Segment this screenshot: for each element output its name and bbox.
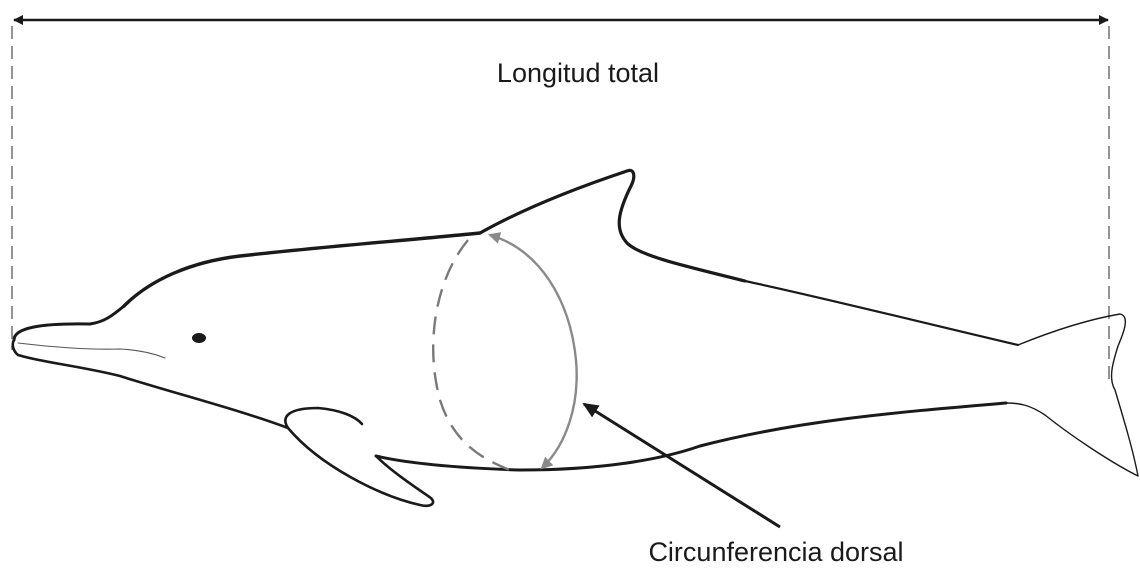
total-length-label: Longitud total <box>497 58 659 88</box>
dolphin-eye <box>192 333 206 343</box>
girth-solid-arc <box>490 235 577 468</box>
dolphin-illustration <box>13 170 1138 505</box>
dolphin-tail-stock-top <box>745 281 1018 345</box>
dolphin-mouth-line <box>18 343 165 358</box>
girth-dashed-arc <box>433 240 510 470</box>
dorsal-girth-label: Circunferencia dorsal <box>648 537 903 567</box>
dolphin-belly <box>376 403 1006 470</box>
dolphin-beak <box>14 306 124 340</box>
dolphin-back <box>124 233 480 306</box>
tail-fluke <box>1006 314 1138 476</box>
dorsal-fin <box>480 170 745 281</box>
pectoral-flipper <box>285 408 433 506</box>
